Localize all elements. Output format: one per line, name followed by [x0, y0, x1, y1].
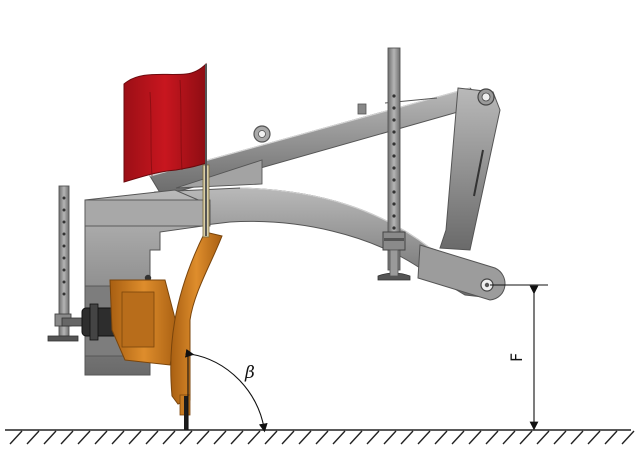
- post-hole: [392, 190, 396, 194]
- hatch-stroke: [213, 430, 227, 445]
- hatch-stroke: [264, 430, 278, 445]
- post-hole: [392, 214, 396, 218]
- angle-annotation: β: [184, 348, 268, 433]
- stand-hole: [62, 292, 66, 296]
- hatch-stroke: [230, 430, 244, 445]
- post-hole: [392, 226, 396, 230]
- hatch-stroke: [196, 430, 210, 445]
- rear-link-plate: [439, 87, 501, 251]
- hatch-stroke: [247, 430, 261, 445]
- post-hole: [392, 202, 396, 206]
- hatch-stroke: [349, 430, 363, 445]
- hatch-stroke: [468, 430, 482, 445]
- hatch-stroke: [145, 430, 159, 445]
- hatch-stroke: [162, 430, 176, 445]
- hatch-stroke: [621, 430, 635, 445]
- hatch-stroke: [604, 430, 618, 445]
- hatch-stroke: [485, 430, 499, 445]
- hatch-stroke: [60, 430, 74, 445]
- angle-label: β: [244, 363, 255, 383]
- marker-flag: [123, 62, 207, 236]
- stand-hole: [62, 220, 66, 224]
- hatch-stroke: [111, 430, 125, 445]
- post-hole: [392, 178, 396, 182]
- support-post-right: [377, 47, 411, 281]
- hatch-stroke: [128, 430, 142, 445]
- hatch-stroke: [43, 430, 57, 445]
- stand-hole: [62, 232, 66, 236]
- stand-hole: [62, 244, 66, 248]
- stand-hole: [62, 280, 66, 284]
- hatch-stroke: [519, 430, 533, 445]
- post-hole: [392, 142, 396, 146]
- post-hole: [392, 106, 396, 110]
- hatch-stroke: [26, 430, 40, 445]
- post-hole: [392, 94, 396, 98]
- ground: [5, 429, 635, 445]
- hatch-stroke: [9, 430, 23, 445]
- stand-hole: [62, 208, 66, 212]
- stand-hole: [62, 256, 66, 260]
- hatch-stroke: [77, 430, 91, 445]
- ground-hatching: [9, 430, 635, 445]
- hatch-stroke: [179, 430, 193, 445]
- post-hole: [392, 130, 396, 134]
- stand-hole: [62, 196, 66, 200]
- hatch-stroke: [502, 430, 516, 445]
- post-hole: [392, 166, 396, 170]
- hatch-stroke: [383, 430, 397, 445]
- post-hole: [392, 154, 396, 158]
- hatch-stroke: [94, 430, 108, 445]
- lower-arm: [154, 159, 506, 301]
- hatch-stroke: [366, 430, 380, 445]
- hatch-stroke: [451, 430, 465, 445]
- hatch-stroke: [434, 430, 448, 445]
- hatch-stroke: [587, 430, 601, 445]
- hatch-stroke: [281, 430, 295, 445]
- hatch-stroke: [417, 430, 431, 445]
- stand-hole: [62, 268, 66, 272]
- hatch-stroke: [570, 430, 584, 445]
- hatch-stroke: [298, 430, 312, 445]
- height-dimension: F: [490, 284, 548, 431]
- hatch-stroke: [400, 430, 414, 445]
- height-label: F: [507, 353, 526, 362]
- post-hole: [392, 118, 396, 122]
- hatch-stroke: [332, 430, 346, 445]
- hatch-stroke: [553, 430, 567, 445]
- hatch-stroke: [536, 430, 550, 445]
- tine-bracket: [109, 279, 179, 366]
- hatch-stroke: [315, 430, 329, 445]
